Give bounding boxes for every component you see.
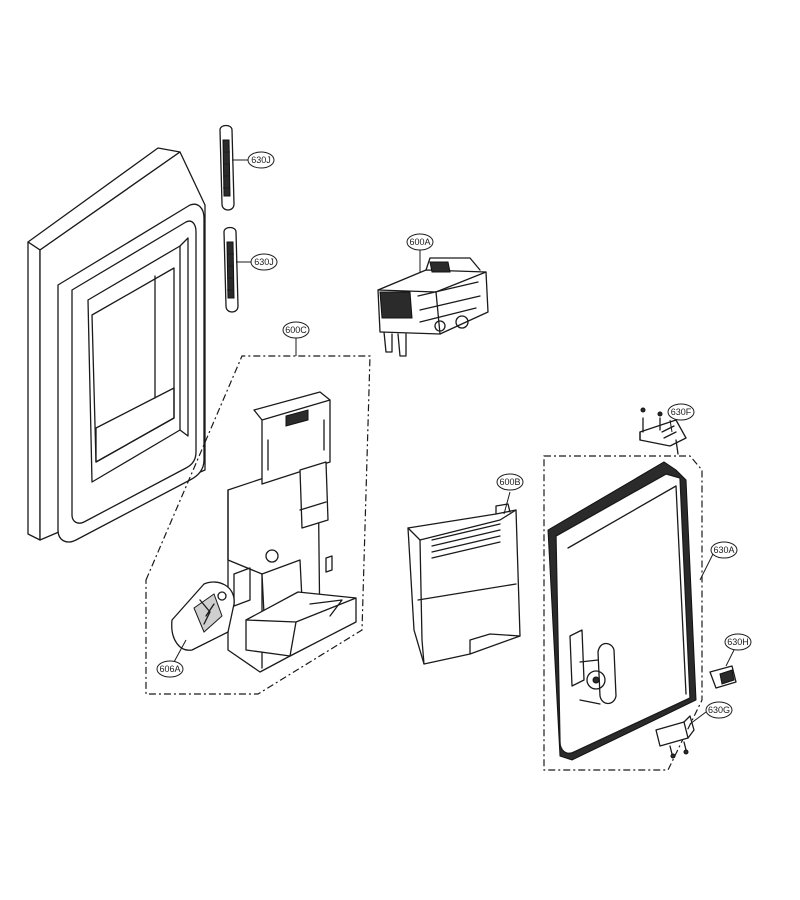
- callout-label: 630G: [708, 705, 730, 715]
- callout-630a: 630A: [710, 541, 738, 559]
- dispenser-housing: [145, 355, 371, 695]
- callout-label: 630J: [254, 257, 274, 267]
- callout-630j-lower: 630J: [250, 253, 278, 271]
- callout-600a: 600A: [406, 233, 434, 251]
- callout-label: 630F: [671, 407, 692, 417]
- freezer-door: [27, 147, 206, 543]
- callout-label: 600B: [499, 477, 520, 487]
- top-hinge: [639, 407, 687, 455]
- callout-600c: 600C: [282, 321, 310, 339]
- callout-label: 600A: [409, 237, 430, 247]
- bottom-hinge: [655, 715, 695, 759]
- callout-630g: 630G: [705, 701, 733, 719]
- callout-label: 606A: [159, 664, 180, 674]
- callout-600b: 600B: [496, 473, 524, 491]
- cover-strip-upper: [219, 124, 235, 211]
- motor-cover: [171, 581, 235, 651]
- callout-label: 630J: [251, 155, 271, 165]
- callout-label: 630A: [713, 545, 734, 555]
- callout-630j-upper: 630J: [247, 151, 275, 169]
- handle-cap: [709, 665, 737, 689]
- callout-label: 630H: [727, 637, 749, 647]
- cover-strip-lower: [223, 226, 239, 313]
- ice-door: [543, 455, 703, 771]
- ice-maker: [377, 257, 489, 357]
- leader-lines: [173, 159, 735, 725]
- callout-label: 600C: [285, 325, 307, 335]
- callout-630h: 630H: [724, 633, 752, 651]
- chute-cover: [407, 503, 521, 665]
- callout-630f: 630F: [667, 403, 695, 421]
- callout-606a: 606A: [156, 660, 184, 678]
